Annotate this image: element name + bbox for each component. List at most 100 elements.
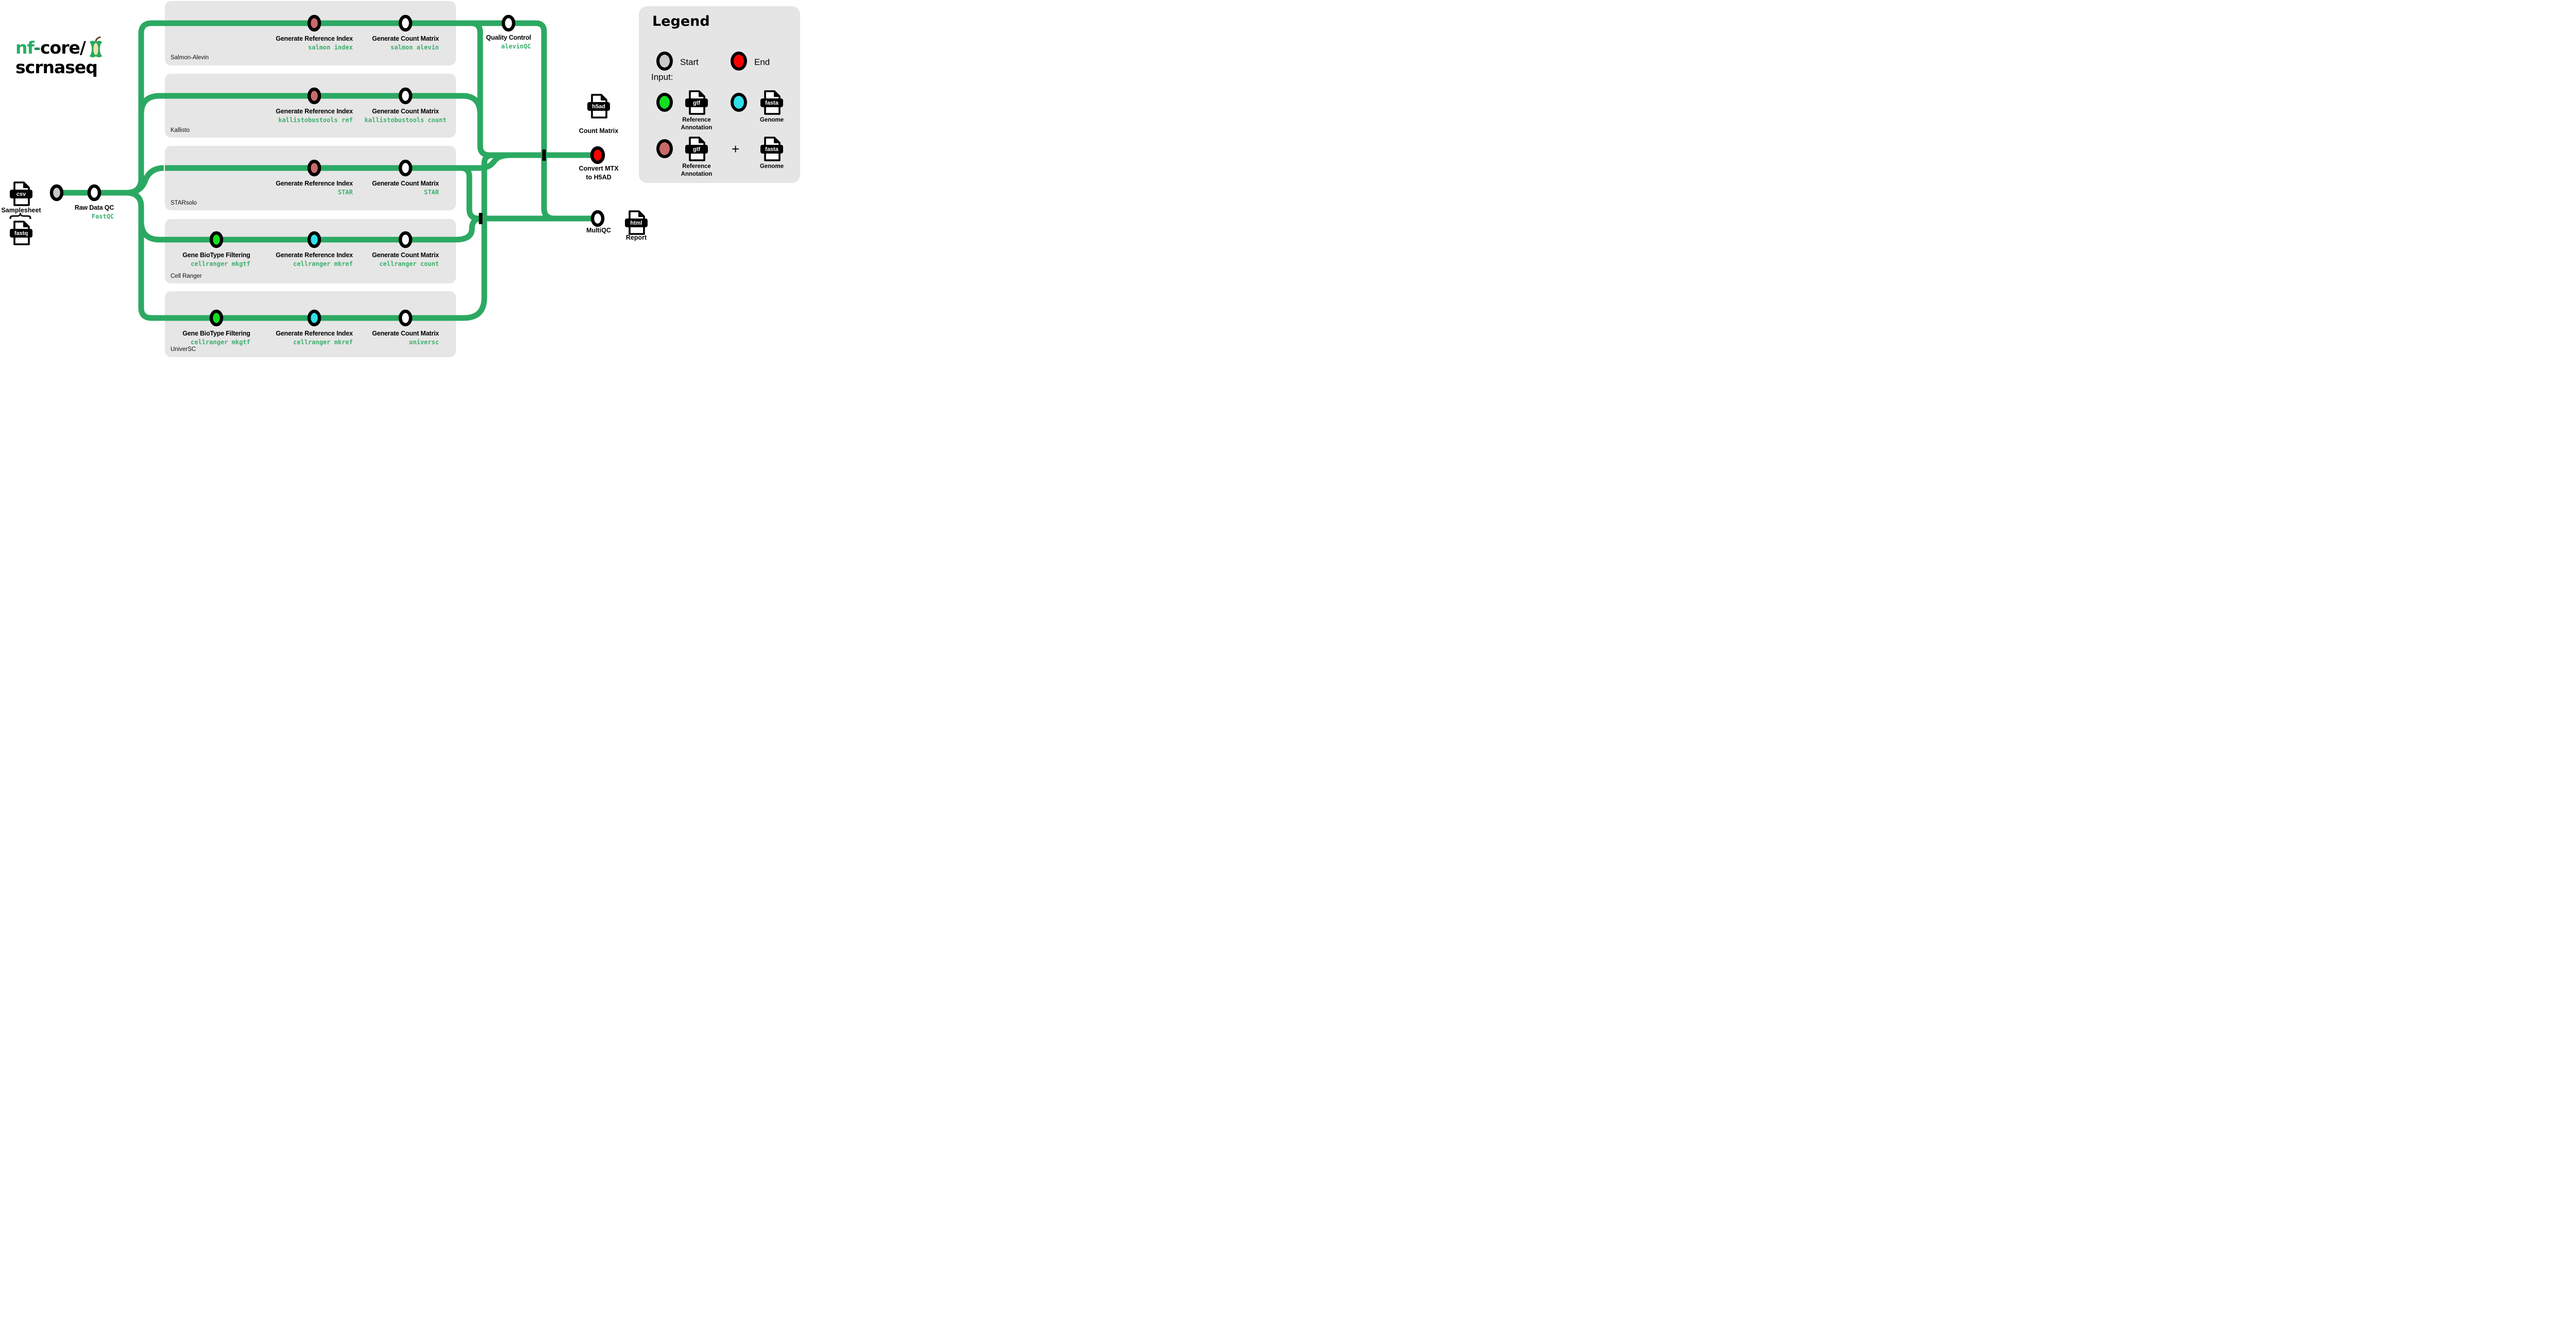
pipeline-diagram: nf-core/ scrnaseq csv Samplesheet { fast… bbox=[0, 0, 808, 357]
logo-dash: - bbox=[33, 38, 41, 58]
step-quality-control: Quality Control alevinQC bbox=[486, 34, 531, 50]
step-title: Generate Count Matrix bbox=[372, 108, 439, 115]
node-star-count bbox=[398, 159, 413, 177]
box-name-starsolo: STARsolo bbox=[171, 200, 197, 206]
step-title: Generate Count Matrix bbox=[372, 330, 439, 337]
logo-core: core/ bbox=[40, 38, 86, 58]
report-label: Report bbox=[625, 234, 647, 241]
step-cmd: kallistobustools ref bbox=[278, 116, 353, 124]
node-cellranger-mkgtf bbox=[209, 231, 224, 248]
fastq-ext-label: fastq bbox=[10, 229, 32, 238]
step-cmd: cellranger mkgtf bbox=[191, 339, 250, 346]
legend-start-label: Start bbox=[680, 57, 699, 67]
step-title: Generate Count Matrix bbox=[372, 251, 439, 259]
step-universc-mkgtf: Gene BioType Filtering cellranger mkgtf bbox=[182, 330, 250, 346]
railmap-svg bbox=[49, 1, 605, 357]
node-end-convert-mtx bbox=[590, 146, 605, 164]
box-name-salmon-alevin: Salmon-Alevin bbox=[171, 55, 209, 61]
step-cmd: cellranger count bbox=[379, 260, 439, 267]
step-cmd: cellranger mkref bbox=[293, 260, 353, 267]
step-salmon-alevin: Generate Count Matrix salmon alevin bbox=[372, 35, 439, 51]
legend-ref-annotation-line2: Annotation bbox=[681, 125, 713, 131]
step-kallistobustools-count: Generate Count Matrix kallistobustools c… bbox=[365, 108, 447, 124]
line-fan-down bbox=[126, 190, 166, 321]
step-salmon-index: Generate Reference Index salmon index bbox=[276, 35, 353, 51]
gtf-file-icon: gtf bbox=[685, 90, 708, 115]
node-start bbox=[49, 184, 64, 202]
step-title: Generate Reference Index bbox=[276, 35, 353, 42]
step-raw-data-qc: Raw Data QC FastQC bbox=[75, 204, 114, 220]
step-title: Generate Reference Index bbox=[276, 251, 353, 259]
node-multiqc bbox=[590, 210, 605, 227]
gtf-ext-label: gtf bbox=[685, 145, 708, 154]
box-cellranger bbox=[165, 219, 456, 283]
legend-start-node-icon bbox=[656, 52, 673, 71]
step-cellranger-mkgtf: Gene BioType Filtering cellranger mkgtf bbox=[182, 251, 250, 267]
legend-genome-node-icon bbox=[731, 93, 747, 112]
box-salmon-alevin bbox=[165, 1, 456, 65]
step-cellranger-count: Generate Count Matrix cellranger count bbox=[372, 251, 439, 267]
step-title: Raw Data QC bbox=[74, 204, 114, 211]
legend-genome-label: Genome bbox=[759, 163, 784, 170]
step-title: Generate Reference Index bbox=[276, 180, 353, 187]
legend-ref-annotation-line1: Reference bbox=[682, 117, 711, 123]
plus-sign: + bbox=[732, 141, 740, 157]
node-universc-mkref bbox=[307, 309, 321, 327]
step-star-index: Generate Reference Index STAR bbox=[276, 180, 353, 196]
node-alevinqc bbox=[501, 14, 516, 32]
box-name-cellranger: Cell Ranger bbox=[171, 273, 202, 279]
legend-end-node-icon bbox=[731, 52, 747, 71]
step-cmd: salmon index bbox=[308, 44, 353, 51]
html-file-icon: html bbox=[625, 210, 648, 235]
legend-ref-annotation-line1: Reference bbox=[682, 163, 711, 170]
fasta-ext-label: fasta bbox=[760, 145, 783, 154]
node-salmon-alevin bbox=[398, 14, 413, 32]
logo-line1: nf-core/ bbox=[15, 36, 104, 58]
html-ext-label: html bbox=[625, 219, 648, 227]
line-branch-kallisto bbox=[138, 93, 166, 115]
csv-ext-label: csv bbox=[10, 190, 32, 198]
legend-both-node-icon bbox=[656, 139, 673, 158]
box-name-kallisto: Kallisto bbox=[171, 127, 190, 133]
step-title: Gene BioType Filtering bbox=[182, 330, 250, 337]
h5ad-file-icon: h5ad bbox=[587, 94, 610, 119]
step-star-count: Generate Count Matrix STAR bbox=[372, 180, 439, 196]
line-kallisto bbox=[165, 93, 483, 115]
step-universc-mkref: Generate Reference Index cellranger mkre… bbox=[276, 330, 353, 346]
node-universc-count bbox=[398, 309, 413, 327]
fasta-file-icon: fasta bbox=[760, 90, 783, 115]
node-kallistobustools-ref bbox=[307, 87, 321, 105]
apple-core-icon bbox=[89, 36, 103, 58]
step-cmd: universc bbox=[409, 339, 439, 346]
box-starsolo bbox=[165, 146, 456, 210]
step-cmd: STAR bbox=[424, 189, 439, 196]
node-cellranger-count bbox=[398, 231, 413, 248]
step-cmd: alevinQC bbox=[501, 43, 531, 50]
logo-line2: scrnaseq bbox=[15, 57, 98, 77]
node-star-index bbox=[307, 159, 321, 177]
line-universc bbox=[165, 152, 494, 321]
step-title: Gene BioType Filtering bbox=[182, 251, 250, 259]
legend-panel: Legend Start End Input: gtf Reference An… bbox=[639, 6, 800, 183]
legend-ref-annotation-line2: Annotation bbox=[681, 171, 713, 177]
csv-file-icon: csv bbox=[10, 181, 32, 206]
convert-mtx-label-line2: to H5AD bbox=[586, 174, 612, 181]
count-matrix-label: Count Matrix bbox=[579, 127, 619, 135]
step-cellranger-mkref: Generate Reference Index cellranger mkre… bbox=[276, 251, 353, 267]
legend-title: Legend bbox=[652, 13, 710, 29]
step-cmd: salmon alevin bbox=[391, 44, 439, 51]
step-cmd: FastQC bbox=[91, 213, 114, 220]
node-kallistobustools-count bbox=[398, 87, 413, 105]
box-name-universc: UniverSC bbox=[171, 346, 196, 353]
samplesheet-label: Samplesheet bbox=[1, 207, 41, 214]
step-title: Generate Count Matrix bbox=[372, 180, 439, 187]
logo-nf: nf bbox=[15, 38, 34, 58]
step-title: Quality Control bbox=[486, 34, 531, 41]
step-cmd: cellranger mkref bbox=[293, 339, 353, 346]
node-universc-mkgtf bbox=[209, 309, 224, 327]
fasta-file-icon: fasta bbox=[760, 137, 783, 161]
step-title: Generate Count Matrix bbox=[372, 35, 439, 42]
multiqc-label: MultiQC bbox=[586, 227, 611, 234]
line-branch-starsolo bbox=[127, 165, 164, 196]
line-branch-cellranger bbox=[138, 221, 166, 243]
